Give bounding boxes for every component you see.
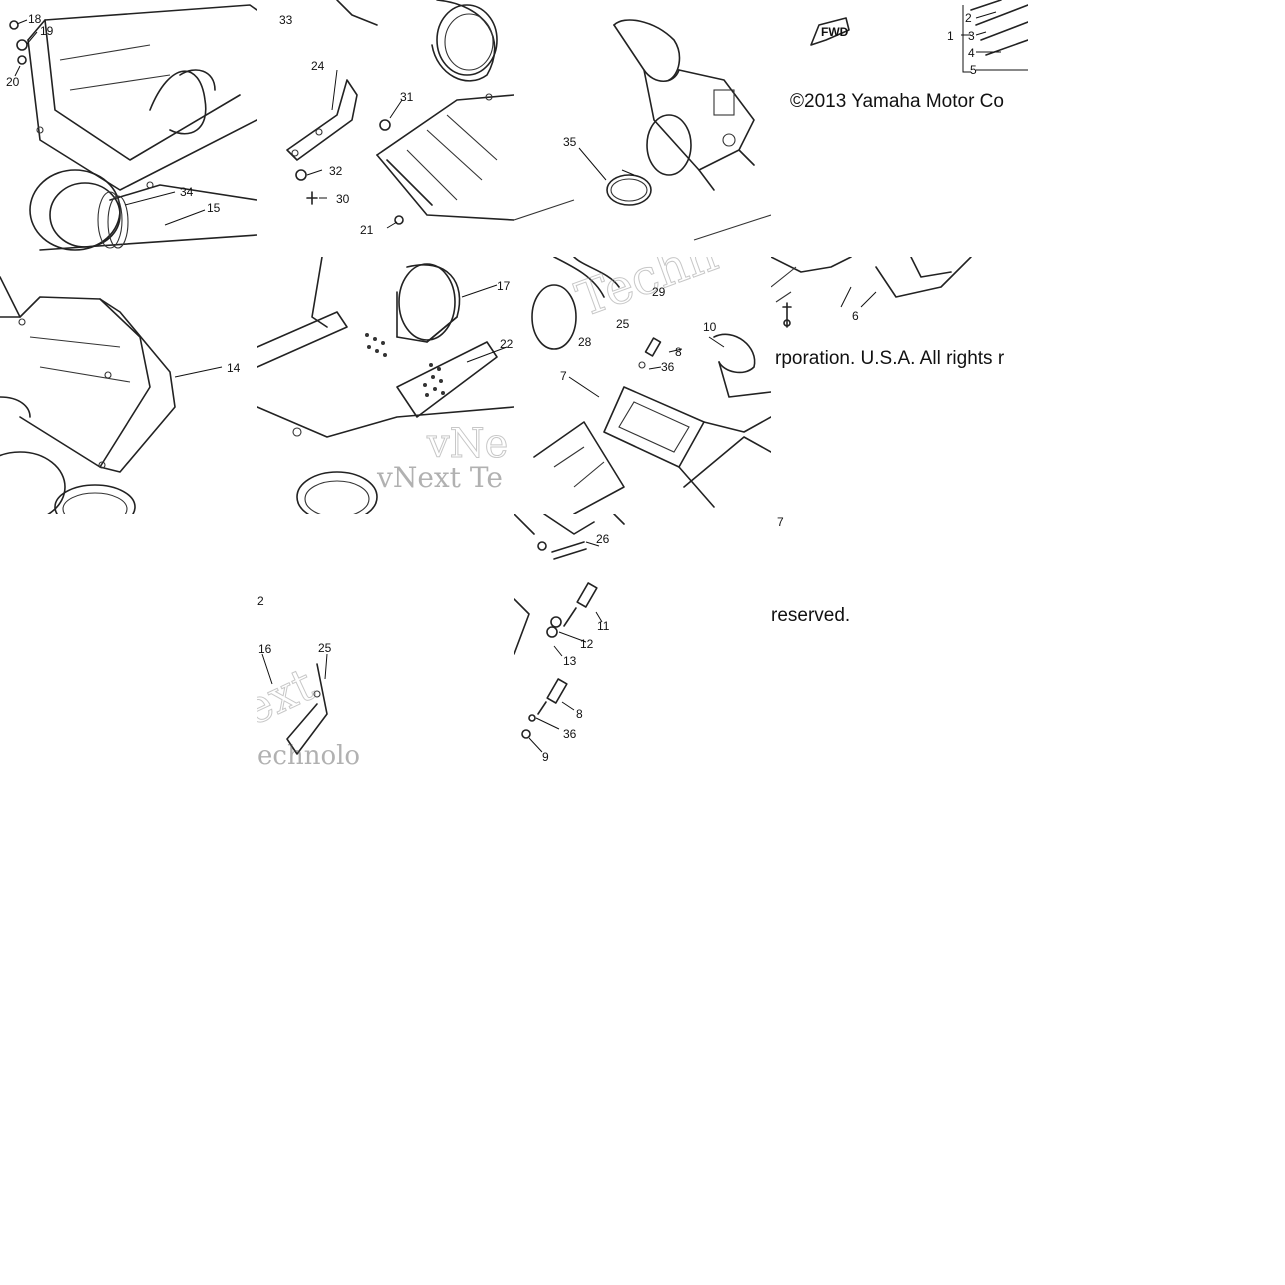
callout-13: 13 xyxy=(563,654,577,668)
tile-air-box-cover xyxy=(0,0,257,257)
callout-2: 2 xyxy=(965,11,972,25)
callout-17: 17 xyxy=(497,279,511,293)
callout-20: 20 xyxy=(6,75,20,89)
callout-24: 24 xyxy=(311,59,325,73)
tile-reed-plate xyxy=(771,257,1028,514)
callout-33: 33 xyxy=(279,13,293,27)
tile-filter-element: vNext Te vNe xyxy=(257,257,514,514)
copyright-text-part2: rporation. U.S.A. All rights r xyxy=(775,348,1005,369)
callout-25a: 25 xyxy=(616,317,630,331)
watermark-text-technolo: echnolo xyxy=(257,741,360,771)
callout-16: 16 xyxy=(258,642,272,656)
tile-lower-bracket: ext echnolo xyxy=(257,514,361,771)
callout-19: 19 xyxy=(40,24,54,38)
callout-18: 18 xyxy=(28,12,42,26)
callout-25b: 25 xyxy=(318,641,332,655)
callout-28: 28 xyxy=(578,335,592,349)
callout-31: 31 xyxy=(400,90,414,104)
callout-14: 14 xyxy=(227,361,241,375)
tile-reed-block: Techn xyxy=(514,257,771,514)
callout-32: 32 xyxy=(329,164,343,178)
callout-36b: 36 xyxy=(563,727,577,741)
callout-2-partial: 2 xyxy=(257,594,264,608)
callout-12: 12 xyxy=(580,637,594,651)
callout-7b: 7 xyxy=(777,515,784,529)
callout-1: 1 xyxy=(947,29,954,43)
tile-carburetor xyxy=(514,0,771,257)
callout-3: 3 xyxy=(968,29,975,43)
callout-15: 15 xyxy=(207,201,221,215)
callout-36a: 36 xyxy=(661,360,675,374)
callout-4: 4 xyxy=(968,46,975,60)
tile-air-box-body xyxy=(0,257,257,514)
tile-reed-valve-key: FWD xyxy=(771,0,1028,257)
watermark-text-vnext: vNext Te xyxy=(376,461,503,494)
callout-10: 10 xyxy=(703,320,717,334)
callout-34: 34 xyxy=(180,185,194,199)
callout-22: 22 xyxy=(500,337,514,351)
watermark-text-vne: vNe xyxy=(426,421,508,467)
callout-8b: 8 xyxy=(576,707,583,721)
callout-29: 29 xyxy=(652,285,666,299)
mesh-dots xyxy=(365,333,445,397)
callout-7a: 7 xyxy=(560,369,567,383)
fwd-arrow-icon: FWD xyxy=(810,17,850,46)
callout-30: 30 xyxy=(336,192,350,206)
copyright-text-part3: reserved. xyxy=(771,605,851,626)
callout-8a: 8 xyxy=(675,345,682,359)
callout-6: 6 xyxy=(852,309,859,323)
copyright-text-part1: ©2013 Yamaha Motor Co xyxy=(790,91,1004,112)
callout-26: 26 xyxy=(596,532,610,546)
callout-11: 11 xyxy=(597,619,610,633)
tile-bracket xyxy=(257,0,514,257)
callout-9: 9 xyxy=(542,750,549,764)
callout-21: 21 xyxy=(360,223,374,237)
tile-fasteners xyxy=(514,514,771,771)
callout-5: 5 xyxy=(970,63,977,77)
callout-35: 35 xyxy=(563,135,577,149)
fwd-label: FWD xyxy=(821,25,849,39)
